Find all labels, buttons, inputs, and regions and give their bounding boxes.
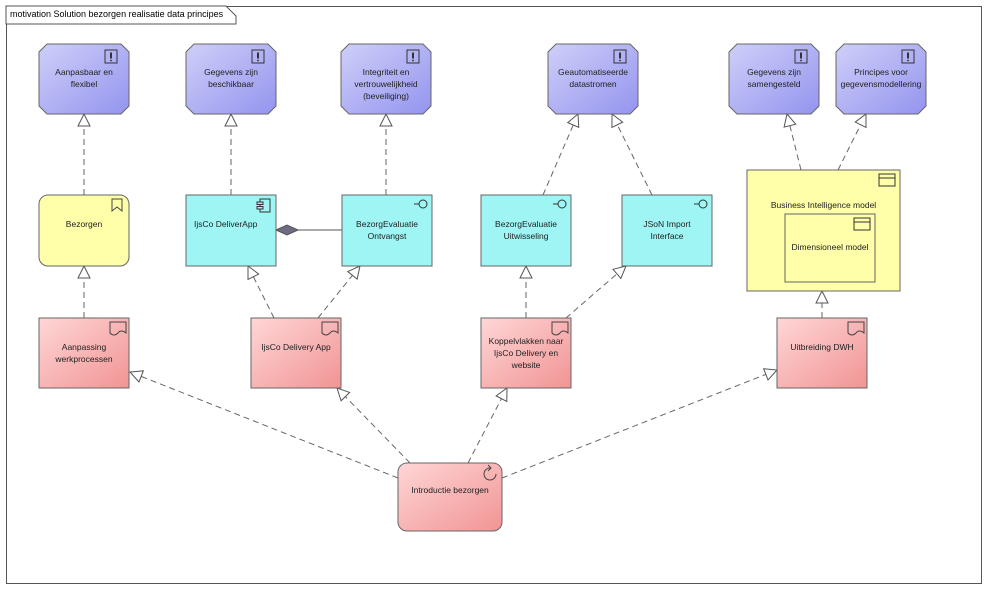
work-package-icon [483,464,497,481]
realization-deliveryapp-deliverapp [248,266,275,319]
deliverable-icon [847,321,865,336]
principle-aanpasbaar[interactable] [38,43,130,115]
deliverable-icon [321,321,339,336]
exclamation-icon [251,49,265,64]
diagram-frame [6,6,982,584]
interface-bezorg-uitwisseling[interactable] [480,194,572,267]
diagram-title: motivation Solution bezorgen realisatie … [10,9,224,19]
exclamation-icon [104,49,118,64]
bookmark-icon [111,198,123,213]
exclamation-icon [613,49,627,64]
goal-bezorgen[interactable] [38,194,130,267]
deliverable-ijsco-delivery-app[interactable] [250,317,342,389]
work-package-introductie[interactable] [397,462,503,532]
deliverable-koppelvlakken[interactable] [480,317,572,389]
principle-icons [104,49,915,64]
realization-json-geautomatiseerd [612,114,653,196]
deliverable-icon [551,321,569,336]
realization-koppelvlakken-json [565,266,626,319]
interface-icon [414,199,428,209]
realization-introductie-koppelvlakken [467,388,507,464]
interface-icon [553,199,567,209]
realization-deliveryapp-ontvangst [317,266,360,319]
component-icon [256,198,271,213]
interface-bezorg-ontvangst[interactable] [341,194,433,267]
deliverable-uitbreiding-dwh[interactable] [776,317,868,389]
interface-icon [694,199,708,209]
realization-uitwisseling-geautomatiseerd [542,114,578,196]
principle-integriteit[interactable] [340,43,432,115]
exclamation-icon [406,49,420,64]
realization-introductie-aanpassing [130,372,399,479]
principle-gegevens-samengesteld[interactable] [728,43,820,115]
realization-bi-samengesteld [787,114,802,171]
principle-modellering[interactable] [835,43,927,115]
data-object-icon [878,173,896,187]
deliverable-icon [109,321,127,336]
title-tab-shape [5,5,237,25]
interface-json-import[interactable] [621,194,713,267]
principle-gegevens-beschikbaar[interactable] [185,43,277,115]
data-object-dimensioneel[interactable] [784,213,876,283]
realization-bi-modellering [837,114,866,171]
exclamation-icon [794,49,808,64]
realization-introductie-deliveryapp [337,388,411,464]
deliverable-icons [109,321,865,336]
data-object-icon [853,217,871,231]
principle-geautomatiseerde[interactable] [547,43,639,115]
exclamation-icon [901,49,915,64]
app-ijsco-deliverapp[interactable] [185,194,277,267]
deliverable-aanpassing[interactable] [38,317,130,389]
